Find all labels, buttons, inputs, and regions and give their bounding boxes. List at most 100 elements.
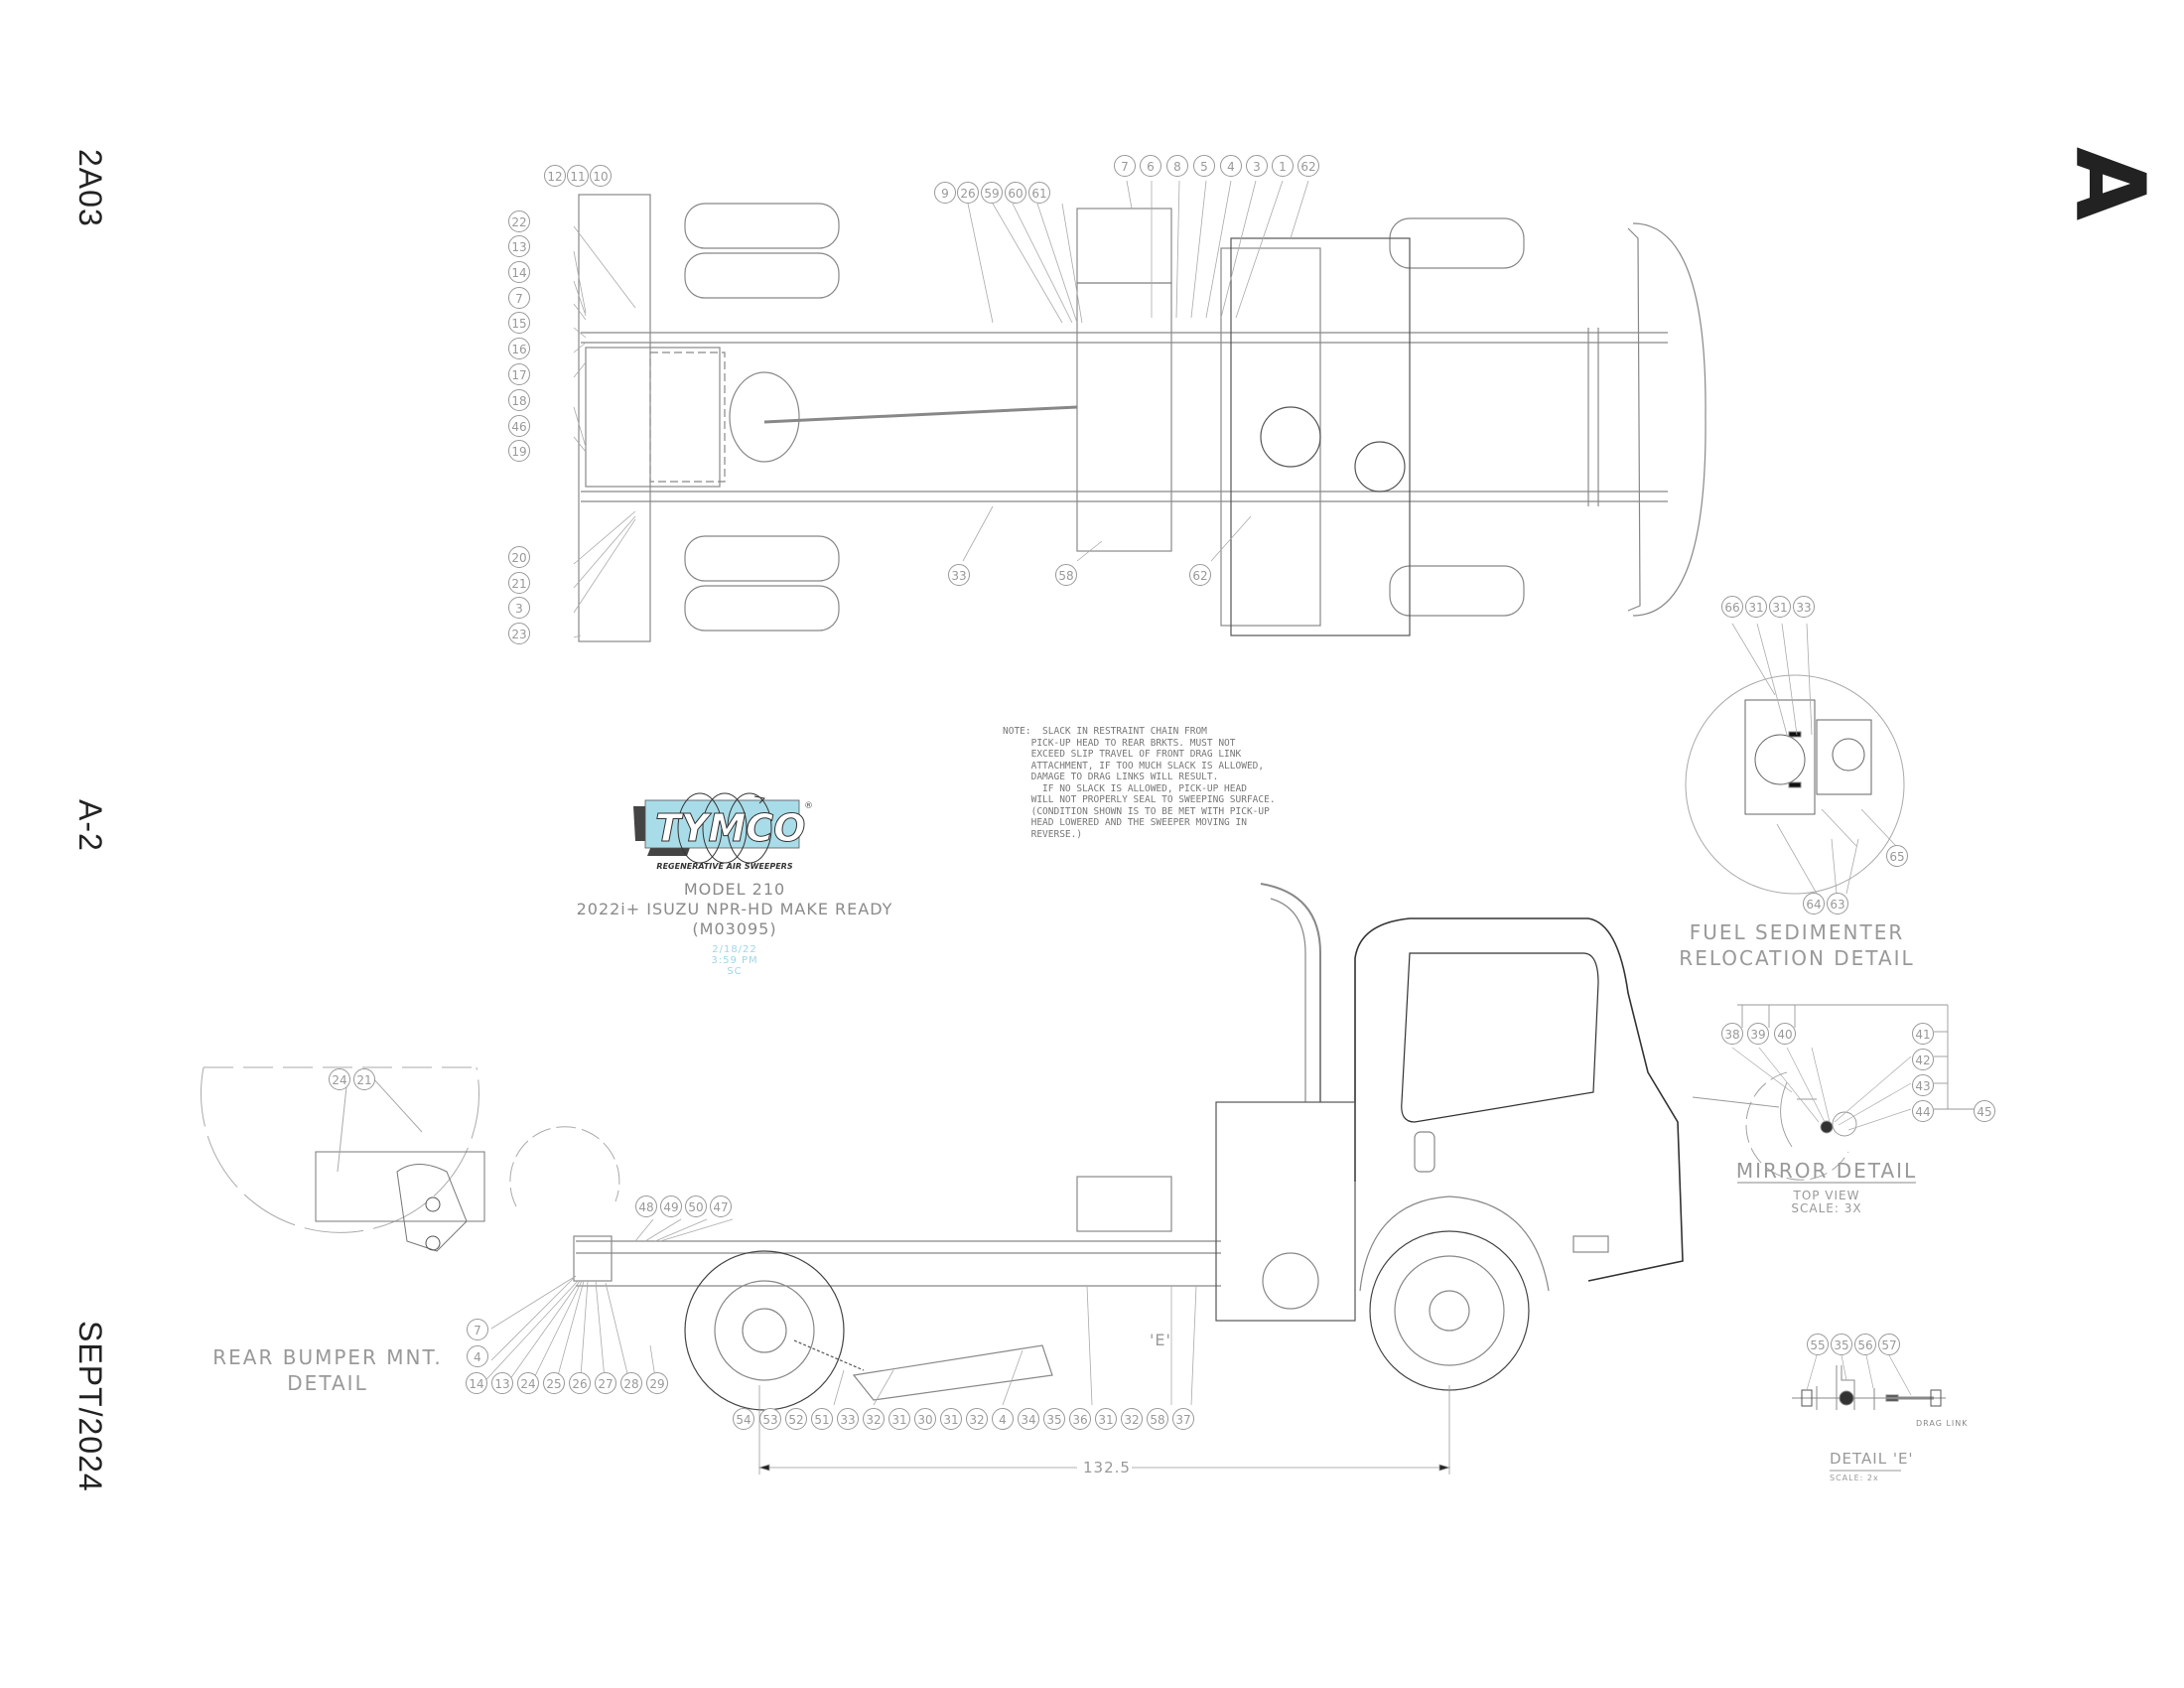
model-title: MODEL 210	[683, 880, 786, 899]
stamp-time: 3:59 PM	[711, 955, 758, 966]
mirror-detail-scale: SCALE: 3X	[1791, 1201, 1862, 1215]
sheet-date: SEPT/2024	[72, 1321, 108, 1492]
callout-bubble: 59	[981, 182, 1003, 204]
callout-bubble: 61	[1028, 182, 1050, 204]
callout-bubble: 39	[1747, 1023, 1769, 1045]
fuel-sedimenter-title-1: FUEL SEDIMENTER	[1689, 920, 1905, 944]
callout-bubble: 14	[508, 261, 530, 283]
callout-bubble: 45	[1974, 1100, 1995, 1122]
wheelbase-dimension: 132.5	[1083, 1459, 1131, 1477]
tymco-tagline: REGENERATIVE AIR SWEEPERS	[656, 862, 793, 871]
callout-bubble: 38	[1721, 1023, 1743, 1045]
callout-bubble: 4	[467, 1345, 488, 1367]
callout-bubble: 36	[1069, 1408, 1091, 1430]
restraint-chain-note: NOTE: SLACK IN RESTRAINT CHAIN FROM PICK…	[1003, 726, 1276, 840]
callout-bubble: 20	[508, 546, 530, 568]
callout-bubble: 8	[1166, 155, 1188, 177]
callout-bubble: 35	[1831, 1334, 1852, 1355]
callout-bubble: 6	[1140, 155, 1161, 177]
tymco-logo: TYMCO ®	[625, 786, 814, 866]
callout-bubble: 4	[1220, 155, 1242, 177]
callout-bubble: 32	[1121, 1408, 1143, 1430]
callout-bubble: 7	[508, 287, 530, 309]
callout-bubble: 4	[992, 1408, 1014, 1430]
stamp-date: 2/18/22	[712, 944, 757, 955]
callout-bubble: 57	[1878, 1334, 1900, 1355]
mirror-detail-title: MIRROR DETAIL	[1735, 1159, 1918, 1183]
callout-bubble: 43	[1912, 1074, 1934, 1096]
callout-bubble: 33	[837, 1408, 859, 1430]
callout-bubble: 50	[685, 1196, 707, 1217]
callout-bubble: 31	[888, 1408, 910, 1430]
callout-bubble: 14	[466, 1372, 487, 1394]
callout-bubble: 54	[733, 1408, 754, 1430]
callout-bubble: 40	[1774, 1023, 1796, 1045]
callout-bubble: 30	[914, 1408, 936, 1430]
svg-text:TYMCO: TYMCO	[655, 806, 805, 850]
callout-bubble: 41	[1912, 1023, 1934, 1045]
callout-bubble: 12	[544, 165, 566, 187]
callout-bubble: 35	[1043, 1408, 1065, 1430]
callout-bubble: 17	[508, 363, 530, 385]
callout-bubble: 33	[948, 564, 970, 586]
callout-bubble: 29	[646, 1372, 668, 1394]
callout-bubble: 32	[863, 1408, 885, 1430]
callout-bubble: 10	[590, 165, 612, 187]
callout-bubble: 66	[1721, 596, 1743, 618]
rear-bumper-panel	[578, 194, 651, 642]
callout-bubble: 22	[508, 211, 530, 232]
tymco-logo-icon: TYMCO ®	[633, 792, 813, 864]
callout-bubble: 31	[1769, 596, 1791, 618]
callout-bubble: 24	[329, 1068, 350, 1090]
callout-bubble: 7	[1114, 155, 1136, 177]
detail-e-scale: SCALE: 2x	[1830, 1474, 1879, 1482]
callout-bubble: 60	[1005, 182, 1026, 204]
callout-bubble: 46	[508, 415, 530, 437]
callout-bubble: 42	[1912, 1049, 1934, 1070]
callout-bubble: 48	[635, 1196, 657, 1217]
callout-bubble: 1	[1272, 155, 1294, 177]
callout-bubble: 21	[353, 1068, 375, 1090]
callout-bubble: 27	[595, 1372, 616, 1394]
callout-bubble: 5	[1193, 155, 1215, 177]
callout-bubble: 56	[1854, 1334, 1876, 1355]
callout-bubble: 64	[1803, 893, 1825, 914]
callout-bubble: 63	[1827, 893, 1848, 914]
svg-text:®: ®	[804, 801, 813, 811]
callout-bubble: 52	[785, 1408, 807, 1430]
callout-bubble: 33	[1793, 596, 1815, 618]
callout-bubble: 16	[508, 338, 530, 359]
rear-bumper-detail-title-2: DETAIL	[287, 1371, 368, 1395]
callout-bubble: 26	[957, 182, 979, 204]
model-description: 2022i+ ISUZU NPR-HD MAKE READY	[576, 900, 893, 918]
callout-bubble: 44	[1912, 1100, 1934, 1122]
callout-bubble: 49	[660, 1196, 682, 1217]
callout-bubble: 47	[710, 1196, 732, 1217]
callout-bubble: 11	[567, 165, 589, 187]
sheet-code: 2A03	[72, 149, 108, 227]
callout-bubble: 19	[508, 440, 530, 462]
callout-bubble: 3	[508, 597, 530, 619]
callout-bubble: 55	[1807, 1334, 1829, 1355]
sheet-page: A-2	[72, 799, 108, 852]
callout-bubble: 18	[508, 389, 530, 411]
callout-bubble: 25	[543, 1372, 565, 1394]
callout-bubble: 58	[1147, 1408, 1168, 1430]
callout-bubble: 3	[1246, 155, 1268, 177]
detail-e-marker: 'E'	[1150, 1331, 1171, 1349]
callout-bubble: 31	[1095, 1408, 1117, 1430]
mirror-detail-view: TOP VIEW	[1793, 1189, 1860, 1202]
callout-bubble: 7	[467, 1319, 488, 1340]
callout-bubble: 26	[569, 1372, 591, 1394]
callout-bubble: 21	[508, 572, 530, 594]
callout-bubble: 34	[1018, 1408, 1039, 1430]
callout-bubble: 53	[759, 1408, 781, 1430]
rear-bumper-detail-title-1: REAR BUMPER MNT.	[212, 1345, 443, 1369]
fuel-sedimenter-title-2: RELOCATION DETAIL	[1679, 946, 1915, 970]
callout-bubble: 51	[811, 1408, 833, 1430]
callout-bubble: 28	[620, 1372, 642, 1394]
callout-bubble: 9	[934, 182, 956, 204]
callout-bubble: 23	[508, 623, 530, 644]
callout-bubble: 62	[1189, 564, 1211, 586]
